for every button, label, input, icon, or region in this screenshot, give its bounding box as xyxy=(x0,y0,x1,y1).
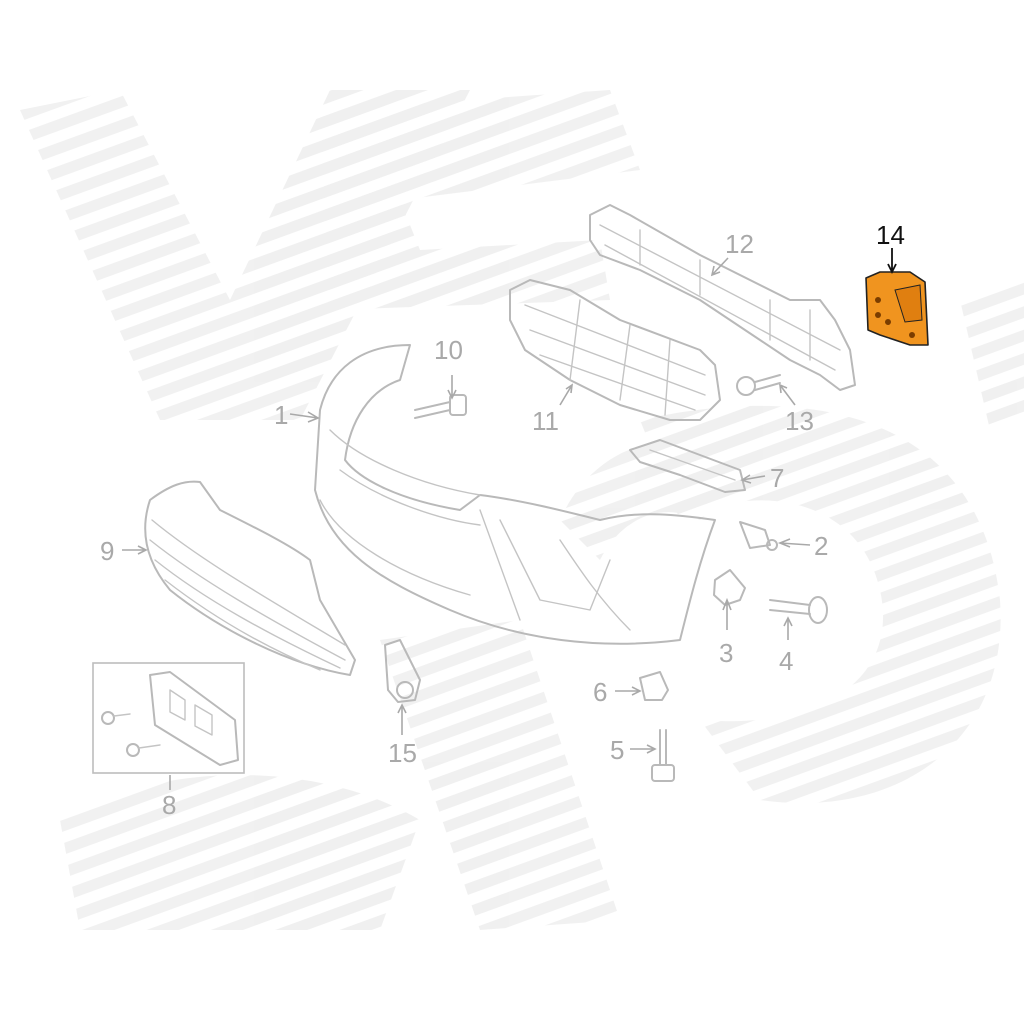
callout-15: 15 xyxy=(388,738,417,768)
watermark xyxy=(20,90,1024,930)
callout-12: 12 xyxy=(725,229,754,259)
callout-7: 7 xyxy=(770,463,784,493)
part-15-bracket[interactable] xyxy=(384,639,421,703)
part-1-bumper-cover[interactable] xyxy=(314,344,716,645)
part-9-lower-grille[interactable] xyxy=(144,480,356,676)
part-8-license-bracket-group[interactable] xyxy=(92,662,245,774)
part-2-clip[interactable] xyxy=(739,521,778,551)
callout-9: 9 xyxy=(100,536,114,566)
callout-2: 2 xyxy=(814,531,828,561)
callout-1: 1 xyxy=(274,400,288,430)
callout-6: 6 xyxy=(593,677,607,707)
callout-3: 3 xyxy=(719,638,733,668)
callout-11: 11 xyxy=(532,406,559,436)
part-10-bolt[interactable] xyxy=(414,394,467,419)
leader-lines xyxy=(122,248,897,790)
part-12-reinforcement[interactable] xyxy=(589,204,856,391)
part-11-grille-support[interactable] xyxy=(509,279,721,421)
part-3-clip-nut[interactable] xyxy=(713,569,746,606)
callout-14: 14 xyxy=(876,220,905,250)
callout-8: 8 xyxy=(162,790,176,820)
part-7-bracket[interactable] xyxy=(629,439,746,493)
part-14-bracket[interactable] xyxy=(865,271,929,346)
callout-5: 5 xyxy=(610,735,624,765)
callout-13: 13 xyxy=(785,406,814,436)
callout-4: 4 xyxy=(779,646,793,676)
part-5-screw[interactable] xyxy=(651,729,675,782)
callout-labels: 1 2 3 4 5 6 7 8 9 10 11 12 13 14 15 xyxy=(100,220,905,820)
part-6-clip[interactable] xyxy=(639,671,669,701)
callout-10: 10 xyxy=(434,335,463,365)
part-13-bolt[interactable] xyxy=(736,374,781,396)
part-4-bolt[interactable] xyxy=(769,596,828,624)
